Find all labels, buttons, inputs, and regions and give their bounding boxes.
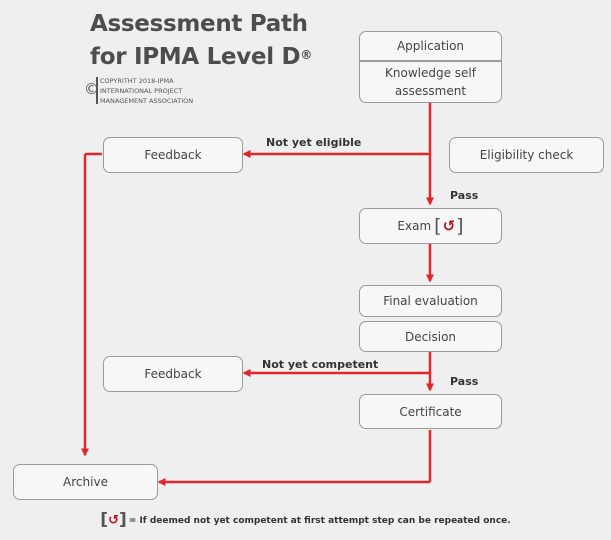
stack-separator — [360, 60, 501, 62]
knowledge-self-assessment-node: Knowledge self assessment — [385, 66, 476, 98]
bracket-open: [ — [434, 214, 442, 237]
copyright-icon: © — [84, 80, 99, 98]
retake-icon: ↺ — [442, 216, 456, 235]
decision-node: Decision — [359, 321, 502, 352]
copyright-line-1: COPYRITHT 2018-IPMA — [100, 77, 174, 85]
copyright-divider — [96, 77, 98, 104]
certificate-node: Certificate — [359, 394, 502, 429]
application-stack: Application Knowledge self assessment — [359, 31, 502, 103]
registered-mark: ® — [300, 48, 313, 62]
edge-label-pass-1: Pass — [450, 189, 479, 202]
eligibility-check-node: Eligibility check — [449, 137, 604, 173]
footer-bracket-close: ] — [118, 510, 127, 530]
edge-label-not-yet-eligible: Not yet eligible — [266, 136, 362, 149]
footer-retake-icon: ↺ — [108, 513, 119, 528]
copyright-notice: COPYRITHT 2018-IPMA INTERNATIONAL PROJEC… — [100, 76, 240, 106]
title-line-1: Assessment Path — [90, 11, 308, 37]
bracket-close: ] — [456, 214, 464, 237]
footer-bracket-open: [ — [100, 510, 109, 530]
feedback-node-1: Feedback — [103, 137, 243, 173]
application-node: Application — [396, 39, 465, 53]
exam-node: Exam [ ↺ ] — [359, 208, 502, 244]
title: Assessment Path for IPMA Level D® — [90, 8, 312, 74]
footer-text: = If deemed not yet competent at first a… — [128, 515, 511, 526]
copyright-line-3: MANAGEMENT ASSOCIATION — [100, 97, 194, 105]
footer-note: [ ↺ ] = If deemed not yet competent at f… — [0, 512, 611, 529]
retake-marker: [ ↺ ] — [434, 214, 464, 237]
title-line-2: for IPMA Level D — [90, 44, 301, 70]
feedback-node-2: Feedback — [103, 356, 243, 392]
copyright-line-2: INTERNATIONAL PROJECT — [100, 87, 183, 95]
exam-label: Exam — [397, 219, 432, 233]
edge-label-pass-2: Pass — [450, 375, 479, 388]
edge-label-not-yet-competent: Not yet competent — [262, 358, 379, 371]
archive-node: Archive — [13, 464, 158, 500]
final-evaluation-node: Final evaluation — [359, 285, 502, 317]
